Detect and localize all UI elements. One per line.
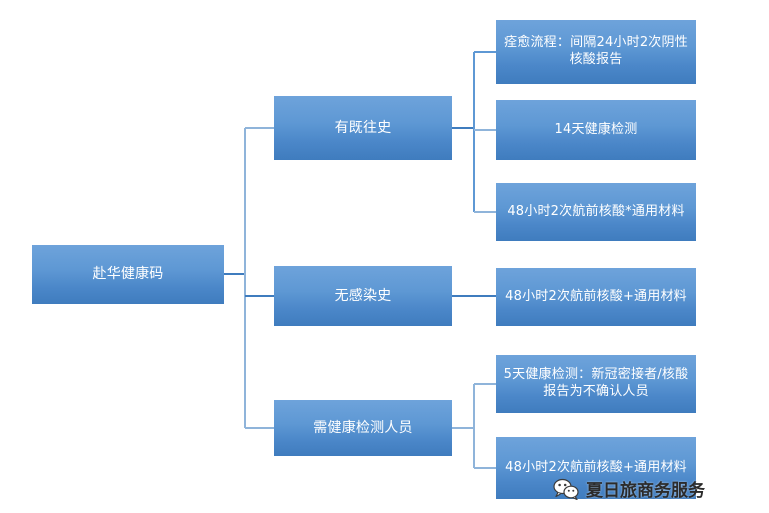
node-branch-needs-health-monitoring-label: 需健康检测人员 <box>313 419 413 436</box>
node-leaf-48h-test-plus-no-infection-label: 48小时2次航前核酸+通用材料 <box>505 288 687 304</box>
node-leaf-48h-test-star-label: 48小时2次航前核酸*通用材料 <box>507 203 685 219</box>
node-leaf-5-day-monitoring-label: 5天健康检测：新冠密接者/核酸报告为不确认人员 <box>503 367 689 399</box>
watermark-text: 夏日旅商务服务 <box>586 481 705 501</box>
node-leaf-48h-test-plus-no-infection[interactable]: 48小时2次航前核酸+通用材料 <box>496 268 696 326</box>
node-leaf-recovery-process[interactable]: 痊愈流程：间隔24小时2次阴性核酸报告 <box>496 20 696 84</box>
node-branch-history[interactable]: 有既往史 <box>274 96 452 160</box>
node-root[interactable]: 赴华健康码 <box>32 245 224 304</box>
node-leaf-48h-test-plus-monitoring[interactable]: 48小时2次航前核酸+通用材料 <box>496 437 696 499</box>
wechat-icon <box>553 478 579 500</box>
node-leaf-5-day-monitoring[interactable]: 5天健康检测：新冠密接者/核酸报告为不确认人员 <box>496 355 696 413</box>
node-leaf-48h-test-plus-monitoring-label: 48小时2次航前核酸+通用材料 <box>505 459 687 475</box>
node-leaf-14-day-monitoring-label: 14天健康检测 <box>554 121 638 137</box>
node-branch-needs-health-monitoring[interactable]: 需健康检测人员 <box>274 400 452 456</box>
node-leaf-14-day-monitoring[interactable]: 14天健康检测 <box>496 100 696 160</box>
node-root-label: 赴华健康码 <box>92 266 164 283</box>
node-leaf-recovery-process-label: 痊愈流程：间隔24小时2次阴性核酸报告 <box>504 35 688 67</box>
node-branch-no-infection-label: 无感染史 <box>334 287 392 304</box>
node-leaf-48h-test-star[interactable]: 48小时2次航前核酸*通用材料 <box>496 183 696 241</box>
node-branch-no-infection[interactable]: 无感染史 <box>274 266 452 326</box>
node-branch-history-label: 有既往史 <box>334 119 392 136</box>
watermark: 夏日旅商务服务 <box>553 476 705 501</box>
